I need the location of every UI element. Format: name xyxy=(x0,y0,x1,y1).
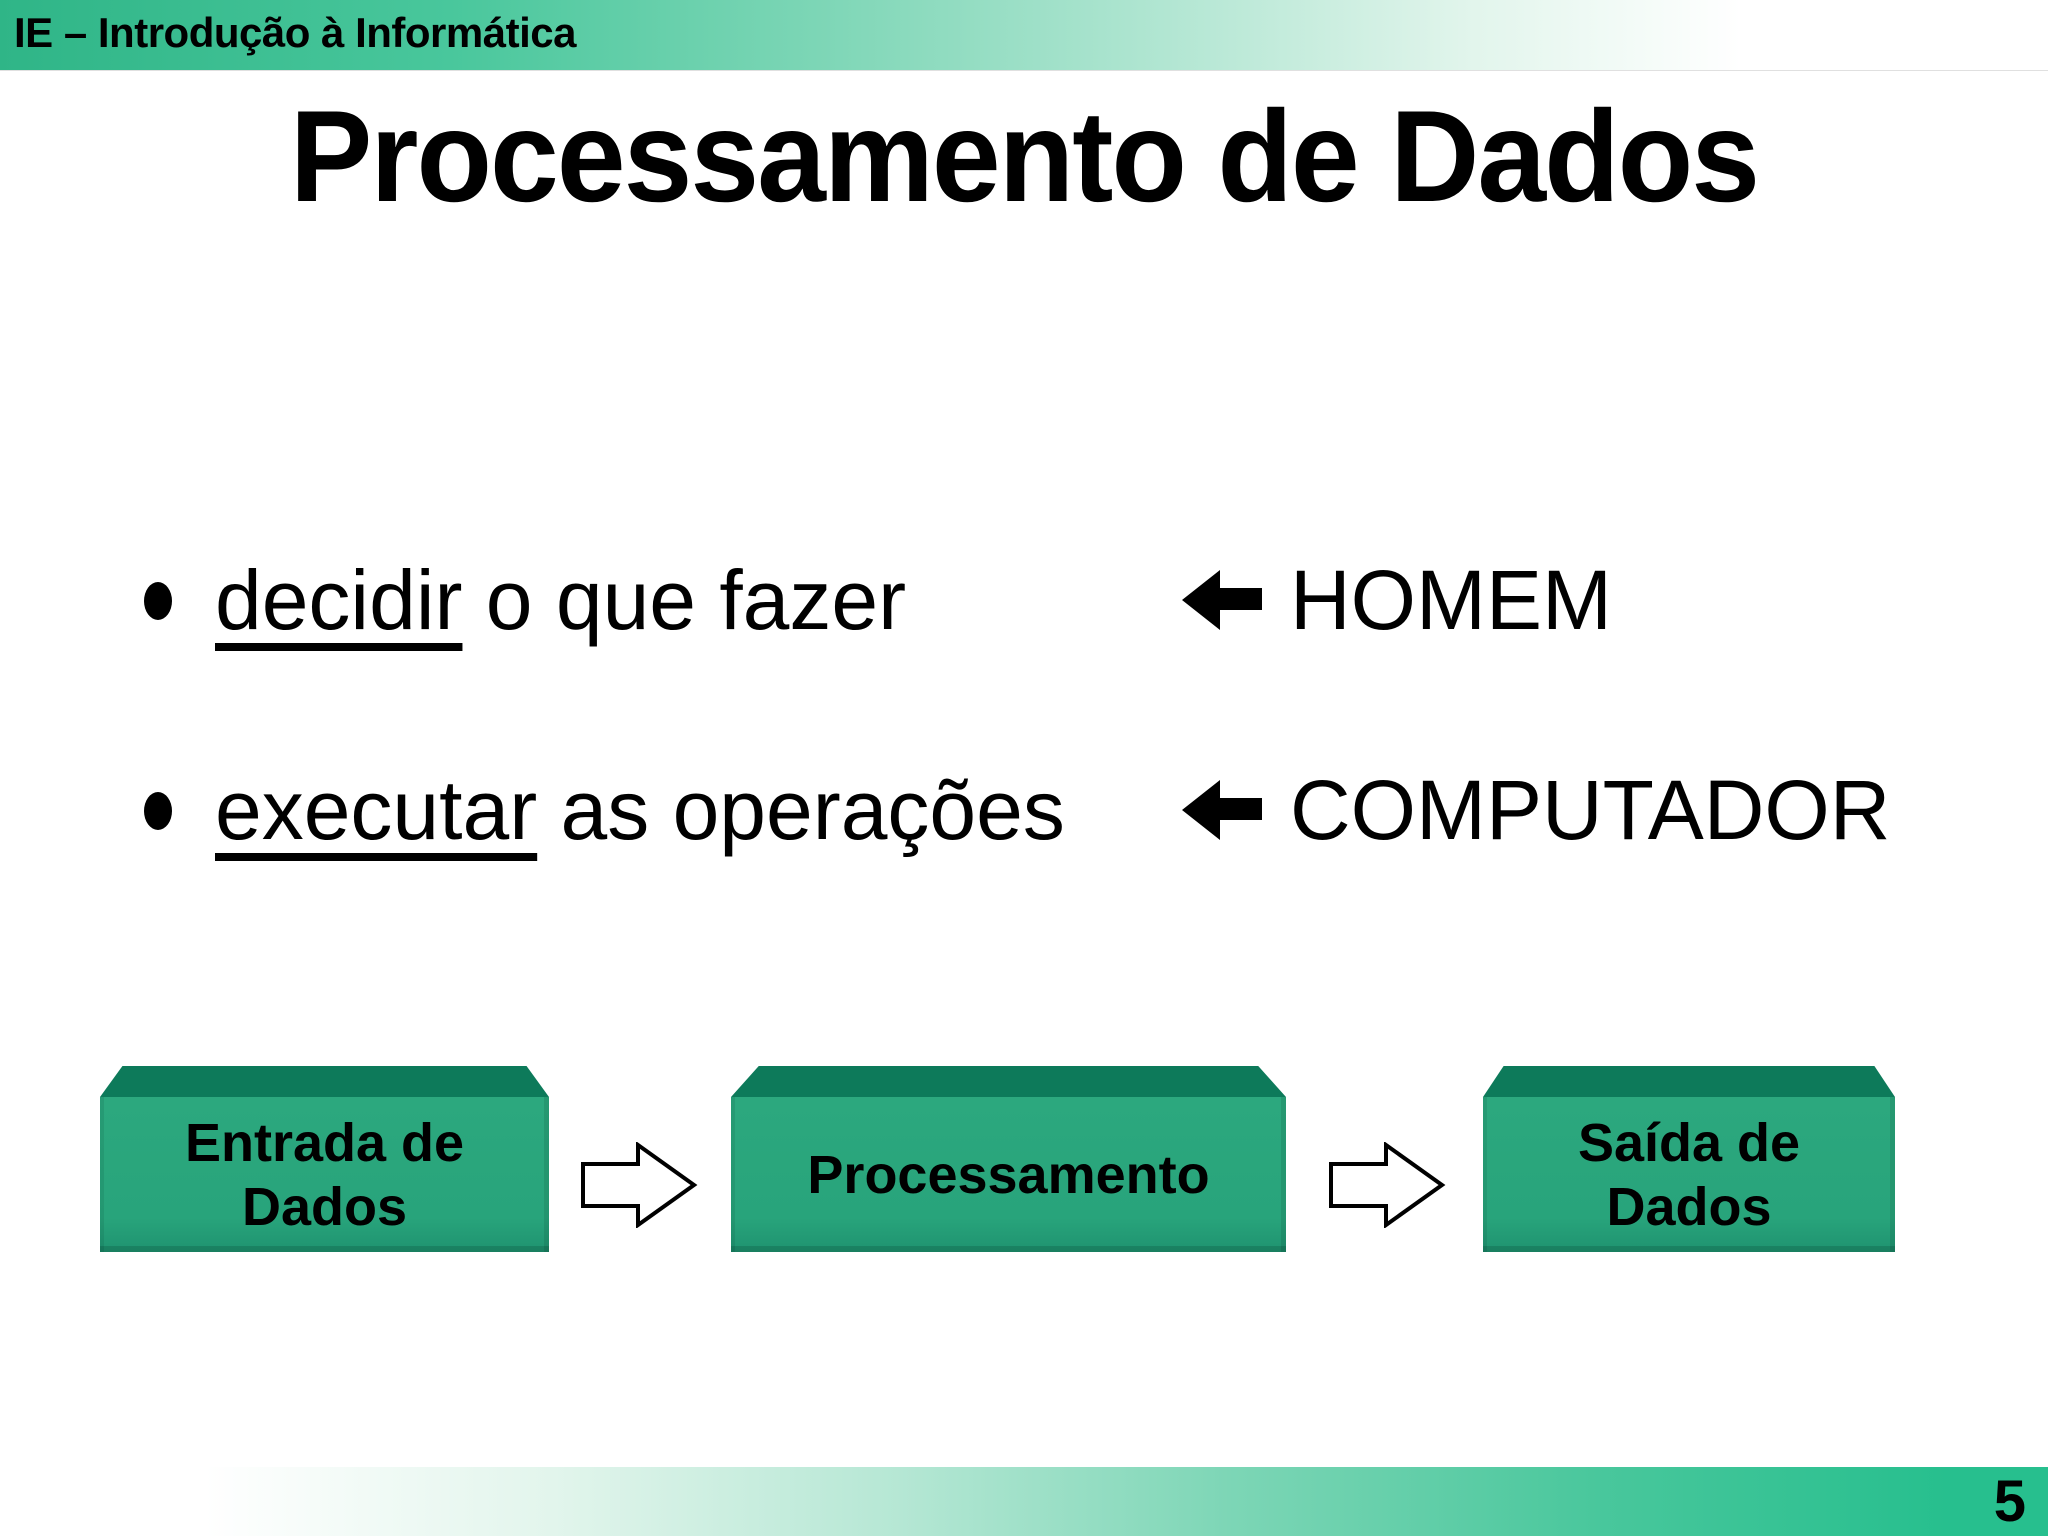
bullet-rest: as operações xyxy=(537,763,1065,857)
bullet-keyword: executar xyxy=(215,763,538,857)
flow-arrow-icon xyxy=(1329,1142,1446,1228)
page-number: 5 xyxy=(1993,1469,2026,1534)
box-front-face: Saída de Dados xyxy=(1483,1097,1895,1252)
diagram-box-output: Saída de Dados xyxy=(1483,1066,1895,1252)
diagram-box-processing: Processamento xyxy=(731,1066,1286,1252)
actor-label: COMPUTADOR xyxy=(1290,763,1891,857)
bullet-rest: o que fazer xyxy=(462,553,907,647)
left-arrow-icon xyxy=(1182,780,1262,840)
box-label-line: Saída de xyxy=(1577,1112,1801,1173)
actor-group-1: HOMEM xyxy=(1182,552,1612,648)
box-top-face xyxy=(731,1066,1286,1097)
actor-group-2: COMPUTADOR xyxy=(1182,762,1890,858)
actor-label: HOMEM xyxy=(1290,553,1612,647)
bullet-text: executar as operações xyxy=(215,762,1065,858)
bullet-item-1: decidir o que fazer HOMEM xyxy=(0,552,2048,648)
bullet-dot xyxy=(144,792,172,830)
footer-bar: 5 xyxy=(0,1467,2048,1536)
box-top-face xyxy=(100,1066,549,1097)
bullet-dot xyxy=(144,582,172,620)
box-label-line: Dados xyxy=(1606,1176,1772,1237)
box-front-face: Processamento xyxy=(731,1097,1286,1252)
box-front-face: Entrada de Dados xyxy=(100,1097,549,1252)
box-label-line: Dados xyxy=(241,1176,408,1237)
flow-arrow-icon xyxy=(581,1142,698,1228)
bullet-item-2: executar as operações COMPUTADOR xyxy=(0,762,2048,858)
bullet-keyword: decidir xyxy=(215,553,463,647)
slide-title: Processamento de Dados xyxy=(289,83,1760,229)
box-label-line: Entrada de xyxy=(184,1112,465,1173)
left-arrow-icon xyxy=(1182,570,1262,630)
box-top-face xyxy=(1483,1066,1895,1097)
course-title: IE – Introdução à Informática xyxy=(14,9,576,56)
header-bar: IE – Introdução à Informática xyxy=(0,0,2048,70)
bullet-text: decidir o que fazer xyxy=(215,552,906,648)
diagram-box-input: Entrada de Dados xyxy=(100,1066,549,1252)
box-label-line: Processamento xyxy=(807,1144,1210,1205)
